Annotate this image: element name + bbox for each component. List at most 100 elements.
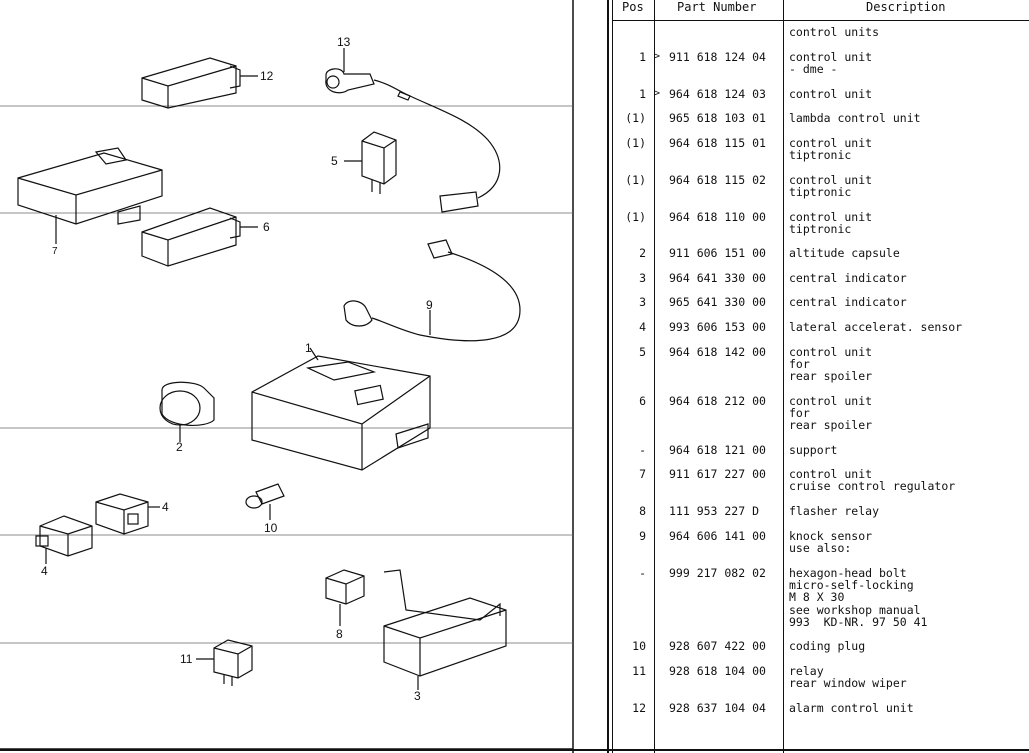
row-part-number: 964 641 330 00: [669, 271, 766, 285]
callout-3: 3: [414, 689, 421, 703]
part-12-alarm-control-unit: [141, 57, 258, 109]
row-part-number: 928 607 422 00: [669, 639, 766, 653]
row-pos: 6: [639, 394, 646, 408]
row-part-number: 965 618 103 01: [669, 111, 766, 125]
row-description: lambda control unit: [789, 111, 921, 125]
part-9-knock-sensor: [343, 239, 521, 342]
row-pos: 3: [639, 295, 646, 309]
row-description: lateral accelerat. sensor: [789, 320, 963, 334]
header-description: Description: [866, 0, 946, 14]
callout-7: 7: [52, 246, 58, 257]
callout-5: 5: [331, 154, 338, 168]
row-part-number: 964 618 115 02: [669, 173, 766, 187]
row-part-number: 965 641 330 00: [669, 295, 766, 309]
table-divider-part: [783, 0, 784, 753]
row-description: control unit tiptronic: [789, 210, 873, 237]
row-description: control unit cruise control regulator: [789, 467, 956, 494]
callout-4b: 4: [41, 564, 48, 578]
row-pos: 10: [632, 639, 646, 653]
row-description: knock sensor use also:: [789, 529, 873, 556]
callout-6: 6: [263, 220, 270, 234]
row-pos: (1): [625, 173, 646, 187]
page-bottom-line: [0, 749, 1029, 751]
header-part-number: Part Number: [677, 0, 757, 14]
row-pos: (1): [625, 210, 646, 224]
row-part-number: 928 618 104 00: [669, 664, 766, 678]
row-pos: 8: [639, 504, 646, 518]
row-pos: (1): [625, 136, 646, 150]
row-pos: 1: [639, 50, 646, 64]
row-pos: 12: [632, 701, 646, 715]
row-description: control units: [789, 25, 880, 39]
row-marker: >: [654, 88, 661, 99]
row-part-number: 911 617 227 00: [669, 467, 766, 481]
table-divider-pos: [654, 0, 655, 753]
table-left-border: [612, 0, 613, 753]
part-6-control-unit: [141, 207, 258, 267]
row-description: support: [789, 443, 838, 457]
row-pos: -: [639, 443, 646, 457]
row-pos: 7: [639, 467, 646, 481]
part-2-altitude-capsule: [159, 381, 215, 442]
callout-12: 12: [260, 69, 274, 83]
callout-8: 8: [336, 627, 343, 641]
part-3-central-indicator: [383, 569, 507, 690]
row-description: control unit - dme -: [789, 50, 873, 77]
row-part-number: 964 606 141 00: [669, 529, 766, 543]
row-description: control unit for rear spoiler: [789, 345, 873, 384]
row-part-number: 964 618 121 00: [669, 443, 766, 457]
header-pos: Pos: [622, 0, 644, 14]
table-header-line: [612, 20, 1029, 21]
callout-10: 10: [264, 521, 278, 535]
callout-1: 1: [305, 341, 312, 355]
row-description: control unit for rear spoiler: [789, 394, 873, 433]
row-pos: 2: [639, 246, 646, 260]
callout-9: 9: [426, 298, 433, 312]
row-description: control unit: [789, 87, 873, 101]
row-part-number: 964 618 142 00: [669, 345, 766, 359]
row-pos: 1: [639, 87, 646, 101]
row-part-number: 964 618 115 01: [669, 136, 766, 150]
row-description: altitude capsule: [789, 246, 900, 260]
row-description: relay rear window wiper: [789, 664, 907, 691]
row-description: alarm control unit: [789, 701, 914, 715]
row-pos: 4: [639, 320, 646, 334]
row-part-number: 999 217 082 02: [669, 566, 766, 580]
row-part-number: 964 618 110 00: [669, 210, 766, 224]
row-pos: -: [639, 566, 646, 580]
row-part-number: 964 618 124 03: [669, 87, 766, 101]
row-part-number: 928 637 104 04: [669, 701, 766, 715]
row-description: control unit tiptronic: [789, 173, 873, 200]
row-part-number: 993 606 153 00: [669, 320, 766, 334]
row-description: coding plug: [789, 639, 866, 653]
part-7-cruise-control-unit: [17, 147, 163, 244]
callout-4a: 4: [162, 500, 169, 514]
callout-11: 11: [180, 652, 193, 666]
row-description: control unit tiptronic: [789, 136, 873, 163]
row-pos: 5: [639, 345, 646, 359]
part-11-relay: [196, 639, 253, 686]
callout-2: 2: [176, 440, 183, 454]
row-pos: 11: [632, 664, 646, 678]
row-pos: (1): [625, 111, 646, 125]
row-part-number: 964 618 212 00: [669, 394, 766, 408]
row-description: hexagon-head bolt micro-self-locking M 8…: [789, 566, 928, 629]
parts-diagram: 13 12 5 7 6 9 1 2 4 10 4 8 11 3: [0, 0, 574, 753]
row-description: flasher relay: [789, 504, 880, 518]
part-13-sensor: [325, 48, 501, 213]
row-part-number: 911 606 151 00: [669, 246, 766, 260]
row-part-number: 111 953 227 D: [669, 504, 760, 518]
row-pos: 3: [639, 271, 646, 285]
row-marker: >: [654, 51, 661, 62]
callout-13: 13: [337, 35, 351, 49]
row-description: central indicator: [789, 271, 907, 285]
part-1-dme-control-unit: [251, 347, 431, 471]
part-10-coding-plug: [245, 483, 285, 520]
part-5-control-unit: [344, 131, 397, 194]
row-part-number: 911 618 124 04: [669, 50, 766, 64]
part-4-lateral-sensors: [35, 493, 160, 564]
part-8-flasher-relay: [325, 569, 365, 626]
row-pos: 9: [639, 529, 646, 543]
row-description: central indicator: [789, 295, 907, 309]
page-separator: [607, 0, 609, 753]
